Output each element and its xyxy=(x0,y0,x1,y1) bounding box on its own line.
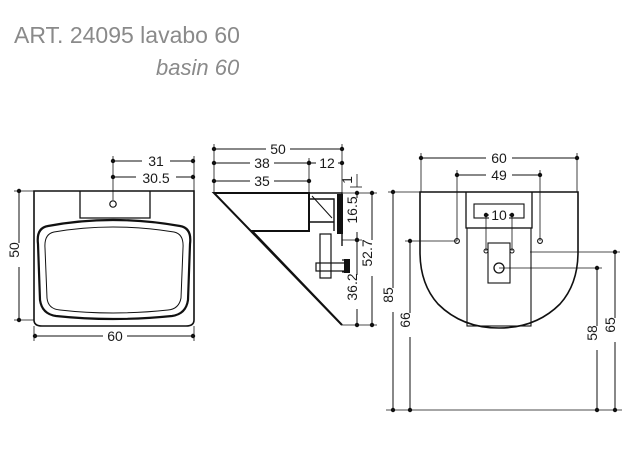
rear-dim-60: 60 xyxy=(491,150,507,166)
front-dim-50: 50 xyxy=(6,242,22,258)
rear-view xyxy=(386,153,622,413)
front-bowl-outer xyxy=(36,218,192,321)
rear-basin-outline xyxy=(419,191,579,329)
side-waste-trap xyxy=(319,233,332,279)
drawing-title: ART. 24095 lavabo 60 xyxy=(14,22,240,48)
rear-dim-49: 49 xyxy=(491,167,507,183)
rear-dim-65: 65 xyxy=(602,317,618,333)
front-dim-30-5: 30.5 xyxy=(142,170,169,186)
rear-dim-66: 66 xyxy=(397,312,413,328)
side-basin-profile xyxy=(211,192,343,326)
front-tap-deck xyxy=(79,191,151,219)
front-dim-31: 31 xyxy=(148,153,164,169)
front-basin-outline xyxy=(33,190,195,327)
side-dim-52-7: 52.7 xyxy=(359,239,375,266)
side-dim-50: 50 xyxy=(270,141,286,157)
side-dim-35: 35 xyxy=(254,173,270,189)
side-dim-16-5: 16.5 xyxy=(344,196,360,223)
rear-outlet-box xyxy=(487,242,511,284)
rear-dim-85: 85 xyxy=(380,287,396,303)
rear-waste-panel xyxy=(466,227,532,327)
side-dim-1: 1 xyxy=(339,176,355,184)
rear-dim-58: 58 xyxy=(584,325,600,341)
side-dim-38: 38 xyxy=(254,155,270,171)
side-dim-36-2: 36.2 xyxy=(344,273,360,300)
front-dim-60: 60 xyxy=(107,328,123,344)
drawing-subtitle: basin 60 xyxy=(156,55,240,80)
side-dim-12: 12 xyxy=(319,155,335,171)
front-tap-hole xyxy=(109,200,117,208)
rear-dim-10: 10 xyxy=(491,207,507,223)
front-bowl-inner xyxy=(44,226,184,314)
